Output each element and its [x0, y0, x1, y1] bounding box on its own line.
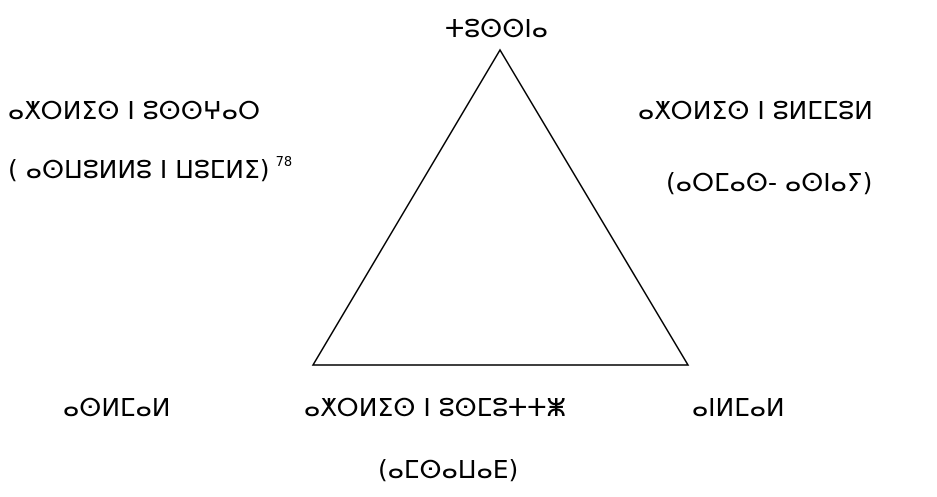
bottom-center-label-line2: (ⴰⵎⵙⴰⵡⴰⴹ) [378, 455, 519, 484]
bottom-center-label-line1: ⴰⵅⵔⵍⵉⵙ ⵏ ⵓⵙⵎⵓⵜⵜⵥ [304, 393, 567, 422]
footnote-marker[interactable]: 78 [275, 155, 293, 170]
triangle-shape [311, 48, 690, 366]
left-label-line2: ( ⴰⵙⵡⵓⵍⵍⵓ ⵏ ⵡⵓⵎⵍⵉ) 78 [8, 148, 292, 185]
apex-label: ⵜⵓⵙⵙⵏⴰ [445, 14, 548, 43]
right-label-line2: (ⴰⵔⵎⴰⵙ- ⴰⵙⵏⴰⵢ) [666, 168, 873, 197]
bottom-right-label: ⴰⵏⵍⵎⴰⵍ [692, 393, 785, 422]
right-label-line1: ⴰⵅⵔⵍⵉⵙ ⵏ ⵓⵍⵎⵎⵓⵍ [638, 96, 873, 125]
left-label-line1: ⴰⵅⵔⵍⵉⵙ ⵏ ⵓⵙⵙⵖⴰⵔ [8, 96, 261, 125]
left-label-line2-text: ( ⴰⵙⵡⵓⵍⵍⵓ ⵏ ⵡⵓⵎⵍⵉ) [8, 155, 270, 184]
bottom-left-label: ⴰⵙⵍⵎⴰⵍ [63, 393, 171, 422]
